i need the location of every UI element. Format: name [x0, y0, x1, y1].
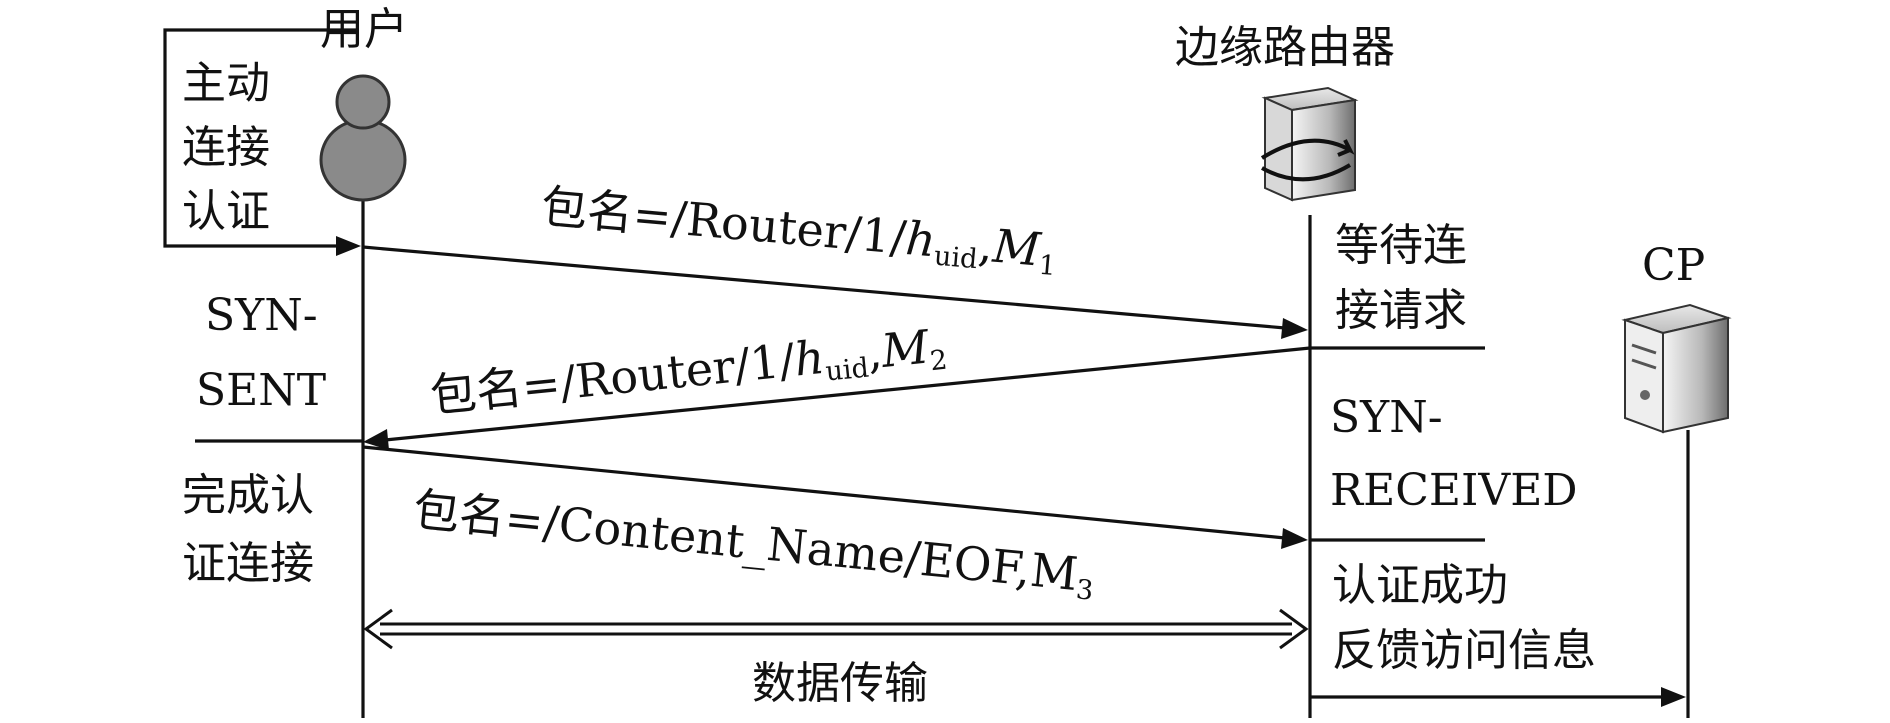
message-3-label: 包名=/Content_Name/EOF,M3 — [411, 482, 1098, 607]
router-icon — [1260, 86, 1359, 202]
initiate-note-line-3: 认证 — [182, 186, 270, 237]
syn-received-line-2: RECEIVED — [1330, 465, 1578, 516]
message-1-h: h — [904, 211, 938, 267]
data-transfer-arrow — [363, 608, 1309, 650]
message-3-arrowhead — [1281, 528, 1308, 549]
message-1-line — [362, 245, 1286, 330]
message-1-prefix: 包名=/Router/1/ — [539, 179, 909, 265]
syn-sent-line-2: SENT — [196, 365, 326, 416]
waiting-note-line-2: 接请求 — [1335, 285, 1467, 336]
syn-received-line-1: SYN- — [1330, 392, 1443, 443]
user-icon — [319, 74, 407, 202]
success-note-line-1: 认证成功 — [1332, 560, 1508, 611]
data-transfer-label: 数据传输 — [752, 658, 928, 709]
server-icon — [1621, 303, 1732, 434]
initiate-note-line-1: 主动 — [182, 58, 270, 109]
message-1-arrowhead — [1281, 318, 1308, 339]
message-3-line — [362, 445, 1286, 540]
message-2-sep: , — [864, 324, 884, 379]
message-3-m-sub: 3 — [1075, 574, 1095, 607]
message-2-arrowhead — [363, 429, 389, 450]
router-to-cp-arrowhead — [1661, 687, 1686, 707]
svg-text:包名=/Router/1/huid,M1: 包名=/Router/1/huid,M1 — [539, 179, 1060, 282]
router-participant-label: 边缘路由器 — [1175, 22, 1395, 73]
message-2-h: h — [792, 330, 827, 387]
initiate-loop-line — [163, 28, 358, 248]
waiting-note-line-1: 等待连 — [1335, 220, 1467, 271]
message-1-label: 包名=/Router/1/huid,M1 — [539, 179, 1060, 282]
complete-note-line-1: 完成认 — [182, 470, 314, 521]
message-2-line — [384, 346, 1311, 442]
complete-note-line-2: 证连接 — [182, 538, 314, 589]
message-1-m-sub: 1 — [1037, 250, 1057, 282]
initiate-note-line-2: 连接 — [182, 122, 270, 173]
message-1-m: M — [990, 219, 1045, 277]
message-3-prefix: 包名=/Content_Name/EOF, — [411, 482, 1033, 596]
message-2-m-sub: 2 — [929, 345, 949, 378]
svg-text:包名=/Content_Name/EOF,M3: 包名=/Content_Name/EOF,M3 — [411, 482, 1098, 607]
syn-sent-line-1: SYN- — [205, 290, 318, 341]
message-2-prefix: 包名=/Router/1/ — [428, 333, 798, 423]
message-1-sep: , — [976, 217, 995, 272]
cp-participant-label: CP — [1642, 240, 1705, 291]
success-note-line-2: 反馈访问信息 — [1332, 625, 1596, 676]
message-2-h-sub: uid — [824, 352, 870, 387]
message-1-h-sub: uid — [933, 241, 979, 276]
initiate-arrowhead — [336, 236, 361, 256]
message-3-m: M — [1028, 543, 1080, 601]
message-2-m: M — [878, 319, 933, 378]
